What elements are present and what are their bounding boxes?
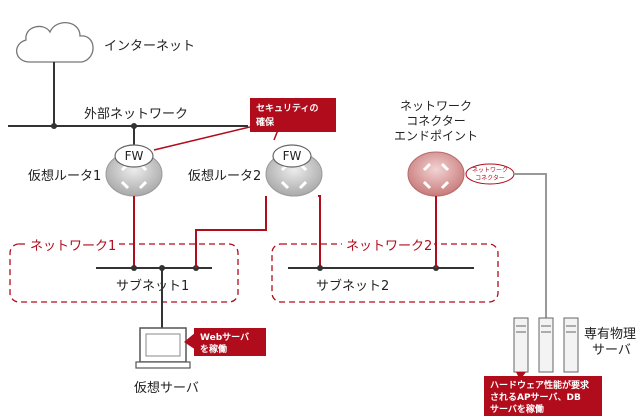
subnet2-label: サブネット2: [316, 278, 389, 294]
dedicated-server-label-2: サーバ: [592, 343, 631, 358]
network1-boundary: [9, 243, 239, 303]
router2-to-subnet1-line: [195, 196, 267, 268]
hardware-callout: [484, 372, 602, 416]
network1-label: ネットワーク1: [30, 239, 116, 254]
connector-endpoint-label-1: ネットワーク: [400, 99, 472, 113]
fw-label-2: FW: [283, 149, 302, 163]
network2-label: ネットワーク2: [346, 239, 432, 254]
router1-label: 仮想ルータ1: [28, 168, 101, 184]
subnet1-label: サブネット1: [116, 278, 189, 294]
subnet2-junction-a: [317, 265, 323, 271]
internet-label: インターネット: [104, 39, 195, 54]
router2-to-subnet2-line: [318, 195, 321, 268]
hardware-callout-line2: されるAPサーバ、DB: [490, 392, 581, 403]
virtual-server-label: 仮想サーバ: [134, 380, 199, 396]
router1-junction-dot: [131, 123, 137, 129]
web-callout: [184, 328, 266, 356]
network2-label-bg: [342, 237, 434, 253]
security-callout-line1: セキュリティの: [256, 103, 318, 114]
web-callout-line1: Webサーバ: [200, 332, 249, 343]
connector-endpoint-label-2: コネクター: [406, 114, 466, 128]
virtual-server-icon: [135, 327, 191, 369]
internet-cloud-icon: [16, 22, 94, 63]
dedicated-server-icon: [513, 317, 579, 373]
connector-tag-line1: ネットワーク: [472, 167, 508, 174]
fw-badge-1: [114, 144, 154, 168]
subnet1-junction-a: [131, 265, 137, 271]
security-callout: [153, 98, 336, 151]
external-network-label: 外部ネットワーク: [84, 107, 188, 122]
connector-tag-line2: コネクター: [475, 174, 505, 182]
web-callout-line2: を稼働: [200, 343, 227, 355]
dedicated-server-label-1: 専有物理: [584, 327, 636, 342]
fw-label-1: FW: [125, 149, 144, 163]
security-callout-line2: 確保: [256, 116, 275, 128]
router2-label: 仮想ルータ2: [188, 168, 261, 184]
fw-badge-2: [272, 144, 312, 168]
hardware-callout-line1: ハードウェア性能が要求: [490, 379, 590, 391]
network1-label-bg: [26, 237, 118, 253]
hardware-callout-line3: サーバを稼働: [490, 403, 544, 415]
connector-endpoint-icon: [407, 151, 465, 197]
connector-to-server-line: [514, 173, 547, 318]
connector-endpoint-label-3: エンドポイント: [394, 129, 478, 143]
